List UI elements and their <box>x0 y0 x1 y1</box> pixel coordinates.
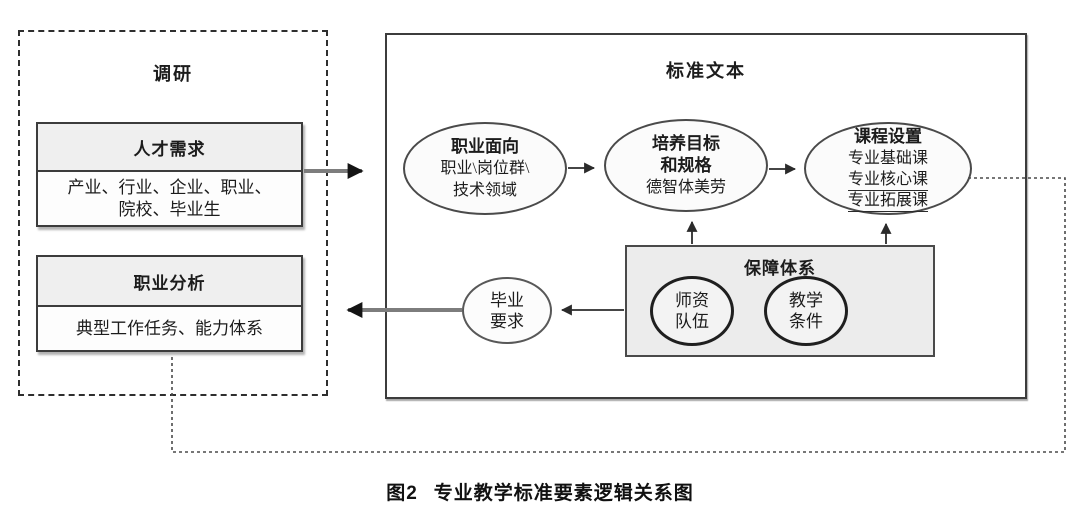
figure-caption: 图2 专业教学标准要素逻辑关系图 <box>0 478 1080 505</box>
standard-text-title: 标准文本 <box>666 61 746 81</box>
teaching-condition-line2: 条件 <box>789 312 823 331</box>
graduation-requirement-line1: 毕业 <box>490 290 524 310</box>
course-setting-ellipse: 课程设置 专业基础课 专业核心课 专业拓展课 <box>804 122 972 215</box>
training-objective-title-line1: 培养目标 <box>652 133 720 153</box>
occupation-analysis-body: 典型工作任务、能力体系 <box>38 307 301 350</box>
occupation-analysis-box: 职业分析 典型工作任务、能力体系 <box>36 255 303 352</box>
occupation-orientation-line3: 技术领域 <box>452 181 517 199</box>
talent-demand-body: 产业、行业、企业、职业、 院校、毕业生 <box>38 172 301 225</box>
graduation-requirement-ellipse: 毕业 要求 <box>462 277 552 344</box>
course-core-line: 专业核心课 <box>847 170 928 191</box>
figure-caption-text: 专业教学标准要素逻辑关系图 <box>433 483 694 504</box>
talent-demand-body-line2: 院校、毕业生 <box>118 199 221 219</box>
teaching-staff-ellipse: 师资 队伍 <box>650 276 734 346</box>
survey-title: 调研 <box>153 64 193 84</box>
occupation-orientation-ellipse: 职业面向 职业\岗位群\ 技术领域 <box>403 122 567 215</box>
course-expansion-line: 专业拓展课 <box>847 191 928 212</box>
occupation-orientation-line2: 职业\岗位群\ <box>440 159 530 177</box>
talent-demand-body-line1: 产业、行业、企业、职业、 <box>67 177 272 197</box>
teaching-staff-line2: 队伍 <box>675 312 709 331</box>
figure-caption-number: 图2 <box>386 483 418 504</box>
training-objective-title-line2: 和规格 <box>660 155 712 175</box>
training-objective-ellipse: 培养目标 和规格 德智体美劳 <box>604 119 768 212</box>
talent-demand-header: 人才需求 <box>38 124 301 172</box>
teaching-condition-line1: 教学 <box>789 291 823 310</box>
guarantee-system-title: 保障体系 <box>744 259 816 278</box>
talent-demand-box: 人才需求 产业、行业、企业、职业、 院校、毕业生 <box>36 122 303 227</box>
occupation-analysis-header: 职业分析 <box>38 257 301 307</box>
training-objective-body: 德智体美劳 <box>645 178 726 196</box>
teaching-staff-line1: 师资 <box>675 291 709 310</box>
course-setting-title: 课程设置 <box>854 126 922 146</box>
occupation-orientation-title: 职业面向 <box>451 136 519 156</box>
graduation-requirement-line2: 要求 <box>490 311 524 331</box>
occupation-analysis-body-line: 典型工作任务、能力体系 <box>76 318 263 338</box>
teaching-condition-ellipse: 教学 条件 <box>764 276 848 346</box>
course-basic-line: 专业基础课 <box>847 149 928 167</box>
